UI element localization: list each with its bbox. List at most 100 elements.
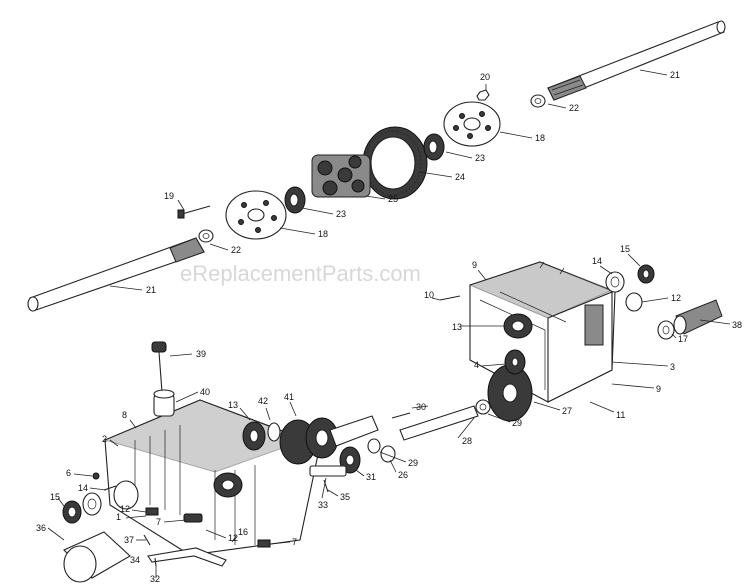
callout-8: 8 xyxy=(122,410,127,420)
callout-12-lower: 12 xyxy=(228,533,238,543)
callout-9-lower: 9 xyxy=(656,384,661,394)
callout-22-left: 22 xyxy=(231,245,241,255)
callout-41: 41 xyxy=(284,392,294,402)
bearing-upper[interactable] xyxy=(605,271,625,293)
bull-gear[interactable] xyxy=(362,126,428,200)
callout-33: 33 xyxy=(318,500,328,510)
bracket[interactable] xyxy=(309,465,347,477)
callout-14-right: 14 xyxy=(592,256,602,266)
set-screw-right[interactable] xyxy=(257,539,271,548)
callout-13-left: 13 xyxy=(228,400,238,410)
shift-lever[interactable] xyxy=(147,547,227,567)
roll-pin[interactable] xyxy=(323,479,329,493)
dowel-pin[interactable] xyxy=(439,295,461,301)
pinion-gear-left[interactable] xyxy=(284,186,306,214)
callout-23-left: 23 xyxy=(336,209,346,219)
washer-lower[interactable] xyxy=(367,438,381,454)
oil-seal-left[interactable] xyxy=(62,500,82,524)
shift-shaft[interactable] xyxy=(151,341,167,393)
bearing-left[interactable] xyxy=(82,492,102,516)
axle-sleeve[interactable] xyxy=(673,299,723,335)
callout-21-right: 21 xyxy=(670,70,680,80)
hex-nut[interactable] xyxy=(476,89,490,101)
callout-18-left: 18 xyxy=(318,229,328,239)
detent-ball[interactable] xyxy=(92,472,100,480)
oil-seal-upper[interactable] xyxy=(637,264,655,284)
bolt[interactable] xyxy=(177,205,211,219)
callout-26: 26 xyxy=(398,470,408,480)
callout-12-left: 12 xyxy=(120,504,130,514)
callout-15-left: 15 xyxy=(50,492,60,502)
cluster-gear[interactable] xyxy=(267,422,281,442)
callout-38: 38 xyxy=(732,320,742,330)
idler-gear[interactable] xyxy=(504,349,526,375)
callout-6: 6 xyxy=(66,468,71,478)
callout-13-right: 13 xyxy=(452,322,462,332)
bushing[interactable] xyxy=(153,389,175,417)
callout-32: 32 xyxy=(150,574,160,584)
callout-29-upper: 29 xyxy=(512,418,522,428)
watermark: eReplacementParts.com xyxy=(180,261,421,286)
callout-16: 16 xyxy=(238,527,248,537)
differential-carrier-right[interactable] xyxy=(443,101,501,147)
callout-30: 30 xyxy=(416,402,426,412)
spacer-washer[interactable] xyxy=(380,445,396,463)
callout-29-lower: 29 xyxy=(408,458,418,468)
detent-spring[interactable] xyxy=(103,485,117,491)
callout-35: 35 xyxy=(340,492,350,502)
case-seal[interactable] xyxy=(503,313,533,339)
callout-19: 19 xyxy=(164,191,174,201)
right-axle-shaft[interactable] xyxy=(547,20,726,101)
leader-lines xyxy=(47,69,731,578)
callout-22-right: 22 xyxy=(569,103,579,113)
left-axle-shaft[interactable] xyxy=(27,237,205,312)
case-bolts[interactable] xyxy=(539,261,565,275)
callout-14-left: 14 xyxy=(78,483,88,493)
callout-7-right: 7 xyxy=(292,537,297,547)
callout-34: 34 xyxy=(130,555,140,565)
callout-15-right: 15 xyxy=(620,244,630,254)
callout-42: 42 xyxy=(258,396,268,406)
callout-18-right: 18 xyxy=(535,133,545,143)
retaining-pin[interactable] xyxy=(154,557,157,567)
callout-17: 17 xyxy=(678,334,688,344)
callout-31: 31 xyxy=(366,472,376,482)
thrust-washer-right[interactable] xyxy=(530,94,546,108)
callout-25: 25 xyxy=(388,194,398,204)
differential-carrier-left[interactable] xyxy=(225,190,287,240)
callout-9-upper: 9 xyxy=(472,260,477,270)
callout-2: 2 xyxy=(102,434,107,444)
callout-11: 11 xyxy=(616,410,625,420)
thrust-washer-left[interactable] xyxy=(198,229,214,243)
set-screw-left[interactable] xyxy=(145,507,159,516)
callout-21-left: 21 xyxy=(146,285,156,295)
detent-pin[interactable] xyxy=(143,534,151,546)
callout-27: 27 xyxy=(562,406,572,416)
spacer[interactable] xyxy=(625,292,643,312)
callout-36: 36 xyxy=(36,523,46,533)
washer-upper[interactable] xyxy=(475,399,491,415)
callout-10: 10 xyxy=(424,290,434,300)
callout-24: 24 xyxy=(455,172,465,182)
input-gear-assembly[interactable] xyxy=(279,415,379,465)
callout-labels: 21 20 22 18 23 24 25 23 18 19 22 21 9 10… xyxy=(36,70,742,584)
countershaft[interactable] xyxy=(399,405,479,441)
callout-1: 1 xyxy=(116,512,121,522)
spider-gear-cluster[interactable] xyxy=(311,154,371,198)
callout-23-right: 23 xyxy=(475,153,485,163)
shift-gear[interactable] xyxy=(242,421,266,451)
callout-4: 4 xyxy=(474,360,479,370)
left-case-half[interactable] xyxy=(103,399,321,556)
callout-39: 39 xyxy=(196,349,206,359)
callout-7-left: 7 xyxy=(156,517,161,527)
pinion-gear-right[interactable] xyxy=(423,133,445,161)
shift-fork[interactable] xyxy=(183,513,203,523)
axle-cover[interactable] xyxy=(63,531,131,583)
woodruff-key[interactable] xyxy=(391,412,411,419)
bearing-lower[interactable] xyxy=(657,320,675,340)
callout-40: 40 xyxy=(200,387,210,397)
reduction-gear[interactable] xyxy=(487,364,533,422)
callout-37: 37 xyxy=(124,535,134,545)
callout-28: 28 xyxy=(462,436,472,446)
